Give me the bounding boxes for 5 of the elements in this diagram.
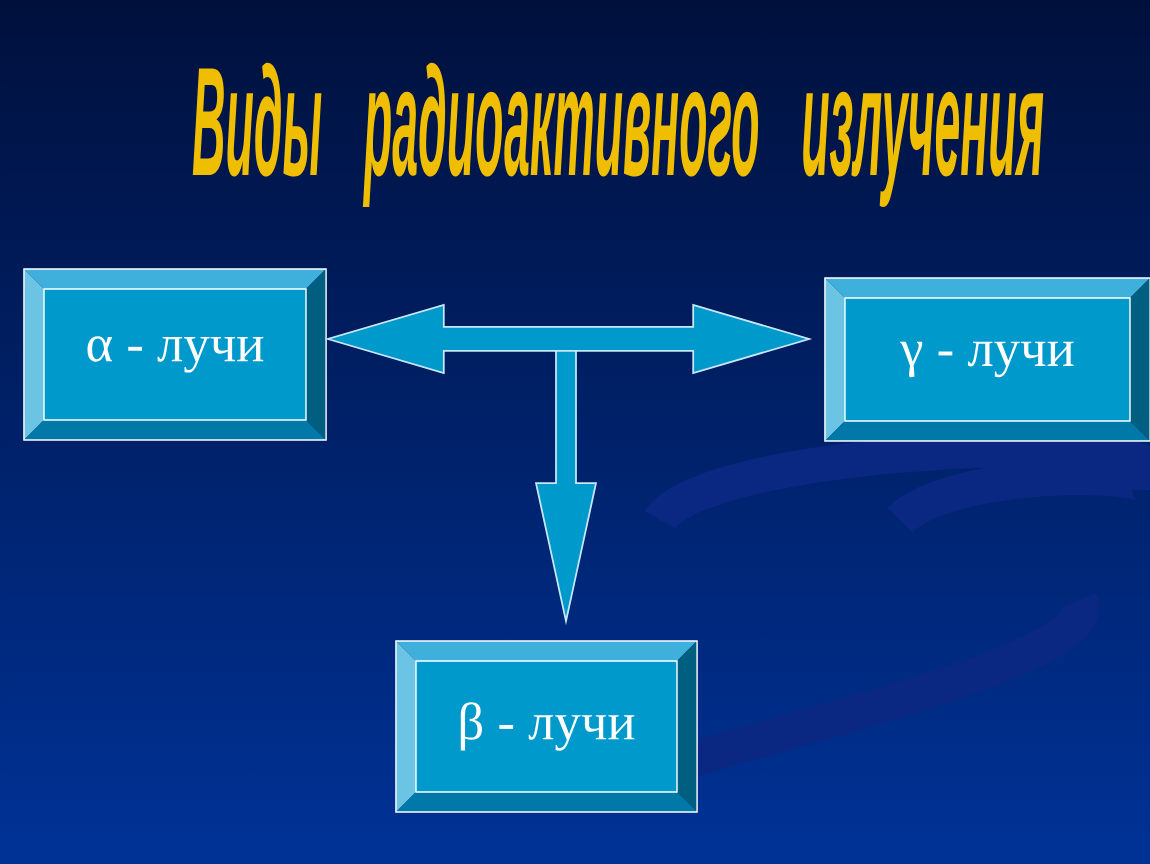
block-arrow <box>534 350 598 626</box>
bevelled-box: β - лучи <box>395 640 698 813</box>
bevelled-box: γ - лучи <box>824 277 1150 442</box>
title: Виды радиоактивного излучения <box>192 62 1044 208</box>
bevelled-box: α - лучи <box>23 268 327 441</box>
